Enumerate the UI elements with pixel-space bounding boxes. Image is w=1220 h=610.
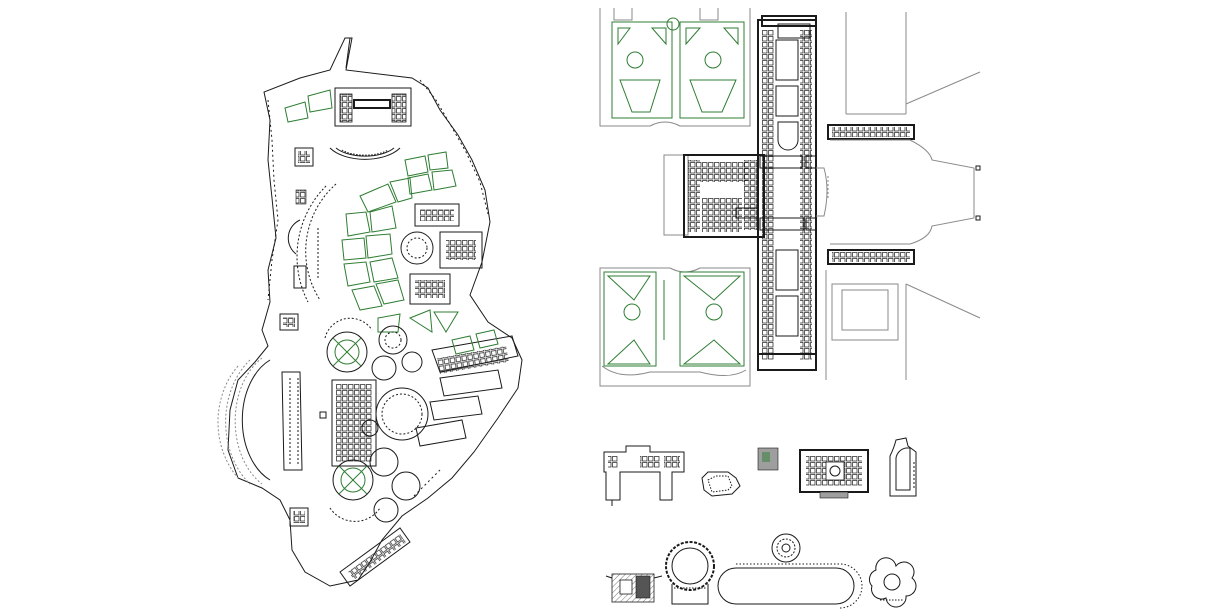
- amphitheatre: [217, 357, 303, 485]
- small-building-plans-icon: [603, 437, 917, 506]
- oval-racecourse-plan-icon: [605, 533, 917, 609]
- diagonal-wing: [415, 329, 519, 447]
- palace-plan-icon: [599, 8, 981, 387]
- villa-site-plan-icon: [217, 37, 523, 587]
- fan-parterre: [341, 177, 413, 311]
